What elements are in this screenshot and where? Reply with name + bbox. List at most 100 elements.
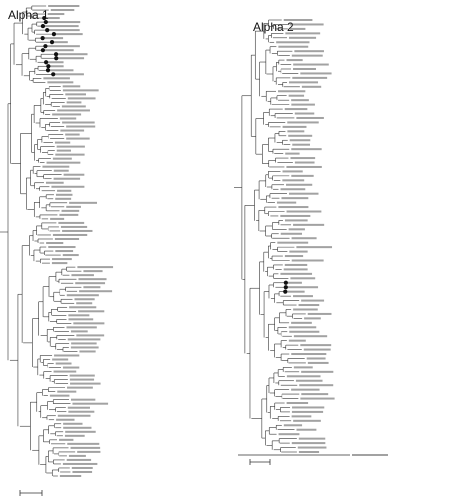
leaf-label (54, 73, 84, 76)
leaf-label (288, 94, 305, 97)
leaf-label (292, 406, 325, 409)
leaf-label (288, 134, 313, 137)
leaf-label (60, 225, 88, 228)
leaf-label (283, 424, 303, 427)
leaf-label (288, 339, 306, 342)
leaf-label (72, 402, 109, 405)
leaf-label (67, 97, 96, 100)
leaf-label (78, 278, 107, 281)
leaf-label (291, 388, 320, 391)
leaf-label (293, 295, 313, 298)
leaf-label (300, 344, 332, 347)
leaf-label (65, 133, 80, 136)
leaf-marker (46, 64, 51, 69)
leaf-label (43, 77, 70, 80)
leaf-label (74, 298, 95, 301)
leaf-label (284, 108, 308, 111)
leaf-label (68, 410, 95, 413)
leaf-label (47, 81, 74, 84)
leaf-label (296, 428, 317, 431)
leaf-label (299, 384, 334, 387)
leaf-label (83, 270, 103, 273)
leaf-label (288, 326, 317, 329)
leaf-label (284, 219, 308, 222)
leaf-label (280, 272, 313, 275)
leaf-label (54, 237, 80, 240)
leaf-label (286, 375, 321, 378)
leaf-label (70, 398, 96, 401)
leaf-label (78, 310, 105, 313)
leaf-label (67, 386, 93, 389)
leaf-marker (40, 36, 45, 41)
leaf-label (60, 129, 85, 132)
leaf-marker (43, 60, 49, 65)
leaf-label (68, 318, 94, 321)
leaf-label (66, 101, 82, 104)
leaf-label (57, 109, 90, 112)
leaf-marker (45, 28, 50, 33)
leaf-label (62, 121, 95, 124)
leaf-label (55, 153, 85, 156)
leaf-label (286, 402, 309, 405)
leaf-label (294, 50, 324, 53)
leaf-label (59, 117, 77, 120)
leaf-label (77, 266, 114, 269)
leaf-marker (54, 56, 59, 61)
leaf-label (43, 37, 64, 40)
leaf-label (45, 17, 60, 20)
leaf-label (288, 192, 319, 195)
leaf-label (61, 209, 80, 212)
leaf-label (52, 113, 82, 116)
leaf-label (53, 41, 68, 44)
leaf-marker (51, 72, 56, 77)
leaf-label (290, 157, 316, 160)
leaf-label (79, 290, 113, 293)
leaf-label (291, 99, 309, 102)
leaf-label (291, 442, 326, 445)
leaf-label (58, 221, 85, 224)
leaf-label (280, 214, 311, 217)
leaf-label (352, 454, 388, 456)
leaf-label (62, 85, 81, 88)
leaf-label (65, 430, 96, 433)
leaf-label (289, 27, 306, 30)
leaf-label (293, 308, 318, 311)
leaf-label (278, 206, 309, 209)
leaf-label (291, 353, 327, 356)
leaf-label (291, 237, 317, 240)
leaf-label (55, 193, 73, 196)
leaf-label (46, 21, 81, 24)
leaf-label (289, 250, 308, 253)
leaf-label (66, 458, 92, 461)
leaf-label (296, 246, 333, 249)
leaf-label (277, 241, 309, 244)
leaf-label (298, 437, 326, 440)
leaf-label (292, 143, 310, 146)
leaf-label (291, 148, 322, 151)
leaf-label (43, 49, 74, 52)
alpha1-tree (0, 5, 114, 496)
leaf-label (291, 321, 312, 324)
leaf-label (285, 152, 300, 155)
leaf-label (69, 378, 95, 381)
leaf-label (69, 374, 95, 377)
leaf-label (282, 125, 307, 128)
leaf-label (62, 366, 80, 369)
leaf-label (301, 370, 334, 373)
leaf-marker (53, 52, 59, 57)
leaf-label (57, 189, 72, 192)
leaf-label (286, 210, 322, 213)
leaf-label (293, 335, 328, 338)
leaf-label (292, 76, 328, 79)
leaf-label (280, 188, 306, 191)
leaf-label (72, 470, 93, 473)
leaf-label (57, 53, 88, 56)
leaf-label (59, 475, 82, 477)
alpha1-panel-title: Alpha 1 (8, 8, 49, 22)
leaf-label (55, 250, 74, 253)
leaf-label (48, 69, 74, 72)
leaf-label (55, 197, 72, 200)
leaf-label (293, 63, 329, 66)
leaf-label (286, 183, 313, 186)
